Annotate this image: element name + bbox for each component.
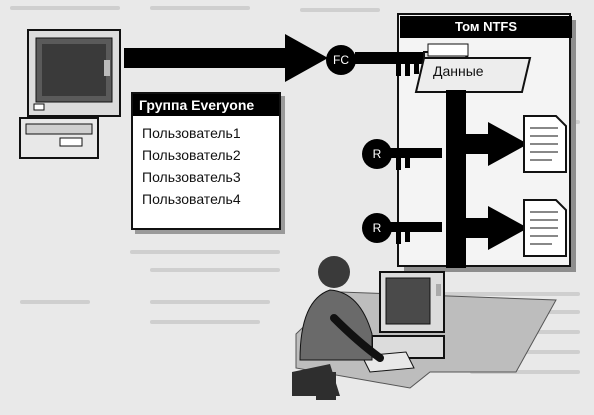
group-member: Пользователь3 xyxy=(142,169,241,185)
permission-badge-read-lower: R xyxy=(362,213,392,243)
permission-badge-read-upper: R xyxy=(362,139,392,169)
group-member: Пользователь4 xyxy=(142,191,241,207)
group-everyone-box: Группа Everyone Пользователь1 Пользовате… xyxy=(131,92,281,230)
group-member: Пользователь2 xyxy=(142,147,241,163)
permission-badge-fc: FC xyxy=(326,45,356,75)
left-computer-icon xyxy=(19,29,121,159)
arrow-to-fc xyxy=(124,34,328,82)
folder-label: Данные xyxy=(433,63,484,79)
vertical-trunk xyxy=(446,90,466,268)
lower-read-path xyxy=(380,206,528,250)
fc-key-bar xyxy=(355,52,435,76)
document-icon-upper xyxy=(523,115,567,173)
upper-read-path xyxy=(380,122,528,170)
ntfs-volume-title: Том NTFS xyxy=(400,16,572,38)
document-icon-lower xyxy=(523,199,567,257)
group-member-list: Пользователь1 Пользователь2 Пользователь… xyxy=(133,116,279,210)
group-member: Пользователь1 xyxy=(142,125,241,141)
workstation-user-illustration xyxy=(292,256,557,400)
group-title: Группа Everyone xyxy=(133,94,279,116)
folder-icon xyxy=(414,43,532,93)
